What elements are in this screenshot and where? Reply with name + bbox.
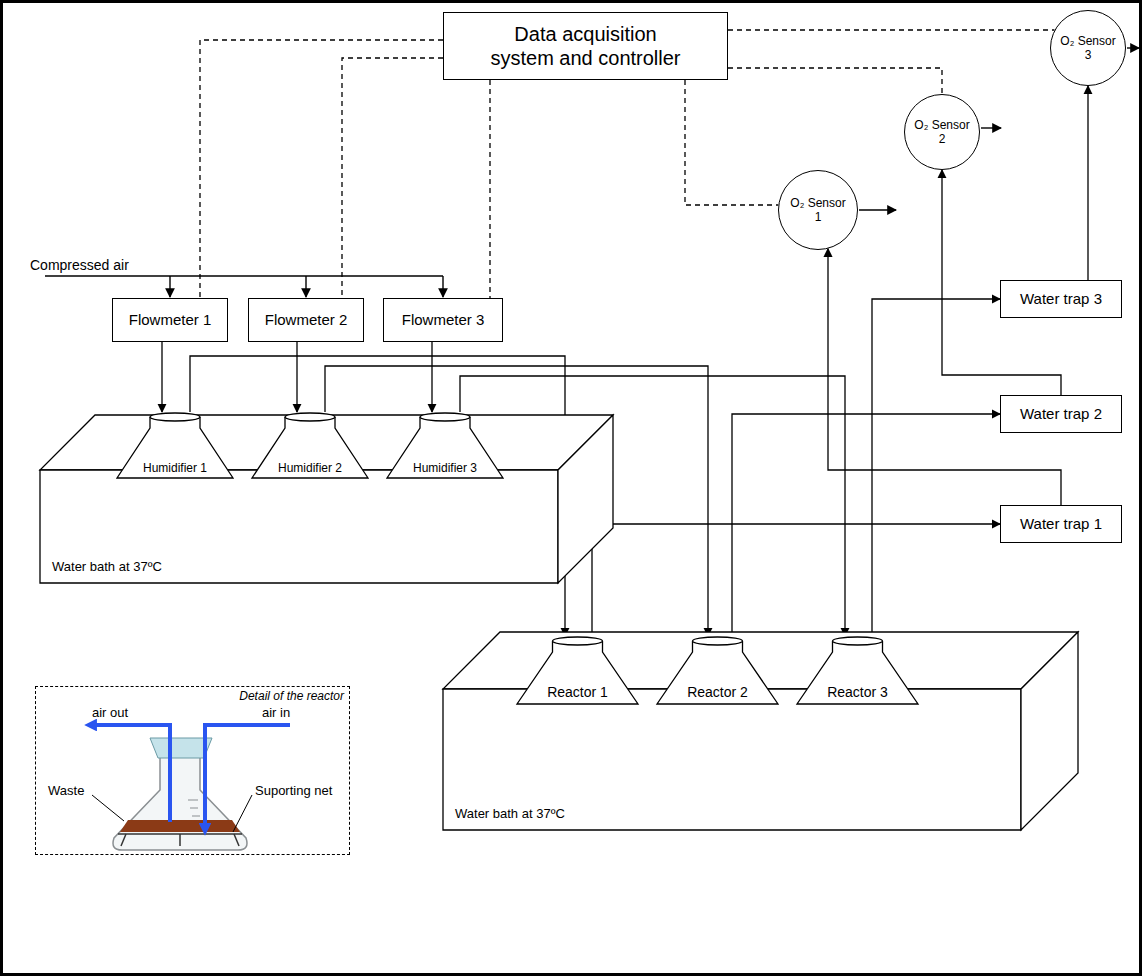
signal-line <box>200 40 443 298</box>
node-label: Flowmeter 2 <box>265 311 348 329</box>
air-pipe <box>1087 86 1088 280</box>
air-pipe <box>161 342 162 412</box>
node-label: Flowmeter 1 <box>129 311 212 329</box>
node-label: Reactor 2 <box>655 684 780 701</box>
node-label: Water trap 1 <box>1020 515 1102 533</box>
air-pipe <box>431 342 432 412</box>
bath-outline <box>440 622 1080 832</box>
water-trap-box: Water trap 2 <box>1000 395 1122 433</box>
reactor-flask: Reactor 1 <box>515 636 640 706</box>
bath-side <box>1021 632 1078 830</box>
node-label: Humidifier 3 <box>385 461 505 475</box>
annotation-label: air in <box>262 705 290 721</box>
water-bath: Water bath at 37ºC Reactor 1 Reactor 2 Reac… <box>440 622 1080 832</box>
air-pipe <box>872 299 1000 636</box>
bath-front <box>40 470 558 583</box>
sensor-circle: O₂ Sensor 2 <box>904 94 980 170</box>
signal-line <box>728 29 1055 30</box>
node-label: Water trap 2 <box>1020 405 1102 423</box>
flask-rim <box>693 637 743 645</box>
signal-line <box>728 68 942 94</box>
node-label: Water bath at 37ºC <box>52 559 162 575</box>
annotation-label: Waste <box>48 783 84 799</box>
node-label: Reactor 3 <box>795 684 920 701</box>
flowmeter-box: Flowmeter 3 <box>383 298 503 342</box>
node-label: Data acquisition system and controller <box>487 22 685 70</box>
water-trap-box: Water trap 3 <box>1000 280 1122 318</box>
flask-rim <box>420 413 470 421</box>
node-label: O₂ Sensor 2 <box>912 118 972 147</box>
sensor-circle: O₂ Sensor 1 <box>778 170 858 250</box>
compressed-air-line <box>45 276 443 297</box>
signal-line <box>489 80 490 298</box>
annotation-label: Compressed air <box>30 257 129 274</box>
node-label: Water bath at 37ºC <box>455 806 565 822</box>
signal-line <box>342 58 443 298</box>
detail-frame: Detail of the reactor <box>35 686 350 855</box>
flowmeter-box: Flowmeter 2 <box>248 298 364 342</box>
signal-line <box>685 80 778 205</box>
sensor-circle: O₂ Sensor 3 <box>1050 10 1126 86</box>
flask-rim <box>150 413 200 421</box>
annotation-label: air out <box>92 705 128 721</box>
node-label: Water trap 3 <box>1020 290 1102 308</box>
node-label: Reactor 1 <box>515 684 640 701</box>
node-label: Humidifier 2 <box>250 461 370 475</box>
flask-rim <box>285 413 335 421</box>
flask-rim <box>833 637 883 645</box>
node-label: Detail of the reactor <box>239 689 344 703</box>
humidifier-flask: Humidifier 2 <box>250 412 370 480</box>
humidifier-flask: Humidifier 1 <box>115 412 235 480</box>
node-label: Flowmeter 3 <box>402 311 485 329</box>
node-label: O₂ Sensor 1 <box>788 196 848 225</box>
flask-rim <box>553 637 603 645</box>
node-label: Humidifier 1 <box>115 461 235 475</box>
flowmeter-box: Flowmeter 1 <box>112 298 228 342</box>
water-trap-box: Water trap 1 <box>1000 505 1122 543</box>
reactor-flask: Reactor 2 <box>655 636 780 706</box>
controller-box: Data acquisition system and controller <box>443 12 728 80</box>
reactor-flask: Reactor 3 <box>795 636 920 706</box>
humidifier-flask: Humidifier 3 <box>385 412 505 480</box>
air-pipe <box>592 524 1000 636</box>
node-label: O₂ Sensor 3 <box>1058 34 1118 63</box>
bath-front <box>443 689 1021 830</box>
air-pipe <box>296 342 297 412</box>
air-pipe <box>732 414 1000 636</box>
annotation-label: Suporting net <box>255 783 332 799</box>
bath-side <box>558 415 613 583</box>
water-bath: Water bath at 37ºC Humidifier 1 Humidifier… <box>12 400 615 585</box>
